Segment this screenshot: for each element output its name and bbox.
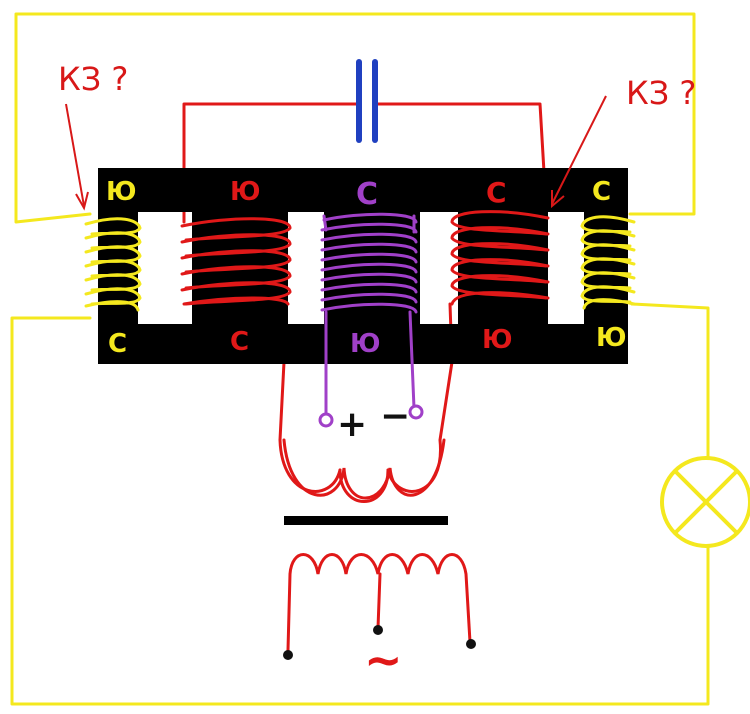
label-outer-right-bottom: Ю (596, 323, 627, 353)
dc-terminal-minus (408, 404, 424, 420)
annotation-left: КЗ ? (58, 60, 128, 98)
coil-center (320, 212, 418, 416)
coil-outer-left (84, 217, 142, 312)
coil-inner-right (450, 210, 550, 306)
label-center-bottom: Ю (350, 329, 381, 359)
dc-plus-label: + (337, 404, 367, 445)
ac-terminal-left (283, 650, 293, 660)
arrow-right (551, 95, 607, 209)
transformer-core-bar (284, 516, 448, 525)
label-inner-left-bottom: С (230, 327, 249, 357)
label-inner-right-bottom: Ю (482, 325, 513, 355)
label-outer-right-top: С (592, 177, 611, 207)
arrow-left (65, 103, 89, 211)
label-inner-left-top: Ю (230, 177, 261, 207)
lamp-icon (660, 456, 750, 548)
annotation-right: КЗ ? (626, 74, 696, 112)
capacitor-icon (356, 59, 378, 143)
dc-terminal-plus (318, 412, 334, 428)
label-center-top: С (356, 177, 378, 212)
transformer-primary (286, 553, 472, 652)
coil-inner-left (180, 217, 292, 306)
label-outer-left-bottom: С (108, 329, 127, 359)
coil-outer-right (580, 215, 636, 310)
label-inner-right-top: С (486, 176, 507, 209)
ac-terminal-right (466, 639, 476, 649)
ac-terminal-center (373, 625, 383, 635)
dc-minus-label: − (380, 396, 410, 437)
transformer-secondary (282, 438, 446, 500)
yellow-circuit (10, 12, 710, 706)
ac-symbol: ~ (364, 633, 403, 687)
label-outer-left-top: Ю (106, 177, 137, 207)
